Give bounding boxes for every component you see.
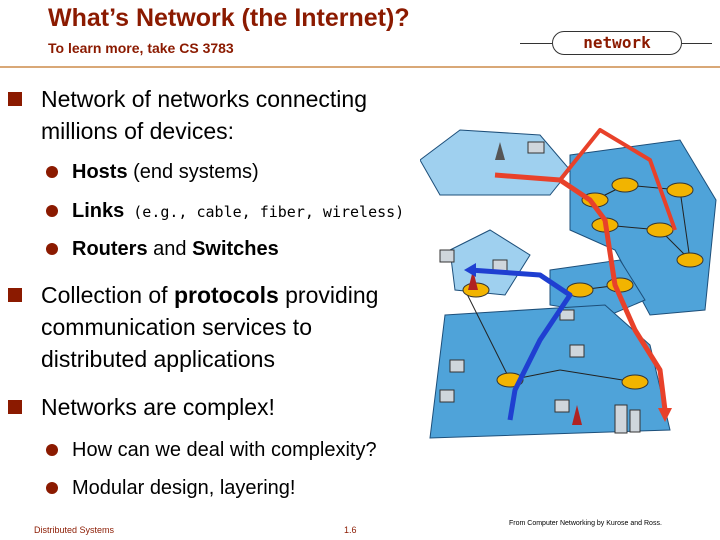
footer-page-number: 1.6 bbox=[344, 525, 357, 535]
path-red bbox=[494, 172, 668, 411]
path-blue-arrowhead bbox=[464, 263, 476, 277]
enterprise-network bbox=[449, 229, 531, 296]
laptop-icon bbox=[527, 141, 545, 154]
hosts bbox=[439, 141, 641, 434]
protocols-pre: Collection of bbox=[41, 282, 174, 308]
tower-icon bbox=[572, 405, 582, 425]
tag-line-right bbox=[682, 43, 712, 44]
bullet-text-line2: millions of devices: bbox=[41, 118, 235, 144]
server-icon bbox=[614, 404, 628, 434]
laptop-icon bbox=[439, 389, 455, 403]
home-network bbox=[420, 129, 571, 196]
path-red-arrowhead bbox=[658, 408, 672, 422]
tower-icon bbox=[468, 270, 478, 290]
complexity-text: How can we deal with complexity? bbox=[72, 439, 377, 461]
bullet-circle-icon bbox=[46, 166, 58, 178]
page-subtitle: To learn more, take CS 3783 bbox=[48, 40, 234, 56]
router-icon bbox=[646, 222, 674, 238]
tower-icon bbox=[495, 142, 505, 160]
bullet-circle-icon bbox=[46, 243, 58, 255]
modular-text: Modular design, layering! bbox=[72, 477, 296, 499]
tag-line-left bbox=[520, 43, 552, 44]
bullet-square-icon bbox=[8, 400, 22, 414]
router-icon bbox=[611, 177, 639, 193]
bullet-square-icon bbox=[8, 288, 22, 302]
footer-course: Distributed Systems bbox=[34, 525, 115, 535]
topic-tag: network bbox=[552, 31, 682, 55]
complex-text: Networks are complex! bbox=[41, 394, 275, 420]
router-icon bbox=[606, 277, 634, 293]
protocols-post: providing bbox=[278, 282, 379, 308]
laptop-icon bbox=[559, 309, 575, 321]
protocols-term: protocols bbox=[173, 282, 279, 308]
protocols-line3: distributed applications bbox=[41, 346, 275, 372]
network-diagram bbox=[420, 128, 717, 439]
header-rule bbox=[0, 66, 720, 68]
bullet-square-icon bbox=[8, 92, 22, 106]
bullet-text-line1: Network of networks connecting bbox=[41, 86, 367, 112]
router-icon bbox=[666, 182, 694, 198]
hosts-desc: (end systems) bbox=[127, 161, 259, 183]
laptop-icon bbox=[554, 399, 570, 413]
links-desc: (e.g., cable, fiber, wireless) bbox=[124, 203, 405, 221]
page-title: What’s Network (the Internet)? bbox=[48, 4, 410, 32]
footer-credit: From Computer Networking by Kurose and R… bbox=[509, 520, 662, 527]
switches-term: Switches bbox=[192, 238, 279, 260]
router-icon bbox=[676, 252, 704, 268]
path-red-2 bbox=[558, 128, 677, 231]
laptop-icon bbox=[449, 359, 465, 373]
protocols-line2: communication services to bbox=[41, 314, 312, 340]
bullet-circle-icon bbox=[46, 205, 58, 217]
router-icon bbox=[621, 374, 649, 390]
laptop-icon bbox=[569, 344, 585, 358]
wireless-towers bbox=[468, 142, 582, 425]
links-term: Links bbox=[72, 200, 125, 222]
laptop-icon bbox=[439, 249, 455, 263]
server-icon bbox=[629, 409, 641, 433]
bullet-circle-icon bbox=[46, 482, 58, 494]
hosts-term: Hosts bbox=[72, 161, 128, 183]
routers-term: Routers bbox=[72, 238, 148, 260]
routers-and: and bbox=[147, 238, 193, 260]
bullet-circle-icon bbox=[46, 444, 58, 456]
path-blue bbox=[469, 267, 573, 421]
